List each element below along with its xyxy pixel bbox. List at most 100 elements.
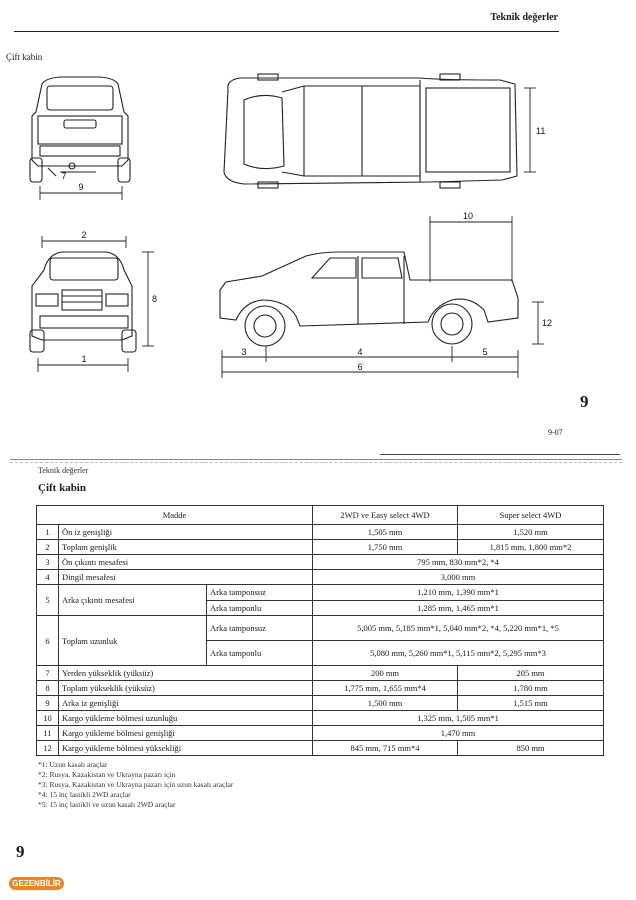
- dim-label-4: 4: [357, 347, 362, 357]
- row-item: Ön çıkıntı mesafesi: [58, 554, 313, 570]
- row-value-2wd: 1,775 mm, 1,655 mm*4: [312, 680, 458, 696]
- table-row: 10 Kargo yükleme bölmesi uzunluğu 1,325 …: [36, 710, 604, 726]
- row-number: 1: [36, 524, 59, 540]
- row-item: Kargo yükleme bölmesi yüksekliği: [58, 740, 313, 756]
- row-value-super: 1,515 mm: [457, 695, 604, 711]
- dim-label-8: 8: [152, 294, 157, 304]
- row-item: Ön iz genişliği: [58, 524, 313, 540]
- dim-label-12: 12: [542, 318, 552, 328]
- divider-rule: [10, 462, 622, 463]
- table-row: 12 Kargo yükleme bölmesi yüksekliği 845 …: [36, 740, 604, 756]
- dim-label-6: 6: [357, 362, 362, 372]
- row-item: Toplam uzunluk: [58, 615, 207, 666]
- divider-rule: [380, 454, 620, 455]
- row-value-2wd: 845 mm, 715 mm*4: [312, 740, 458, 756]
- header-super-select: Super select 4WD: [457, 505, 604, 525]
- table-row: 1 Ön iz genişliği 1,505 mm 1,520 mm: [36, 524, 604, 540]
- row-value: 1,285 mm, 1,465 mm*1: [312, 599, 604, 616]
- page-number: 9: [16, 842, 25, 861]
- row-sub-label: Arka tamponsuz: [206, 584, 313, 601]
- row-item: Kargo yükleme bölmesi uzunluğu: [58, 710, 313, 726]
- page-code: 9-07: [548, 428, 563, 437]
- row-value-2wd: 1,505 mm: [312, 524, 458, 540]
- row-value: 3,000 mm: [312, 569, 604, 585]
- row-value-super: 1,520 mm: [457, 524, 604, 540]
- rear-view-drawing: [29, 76, 131, 183]
- row-item: Yerden yükseklik (yüksüz): [58, 665, 313, 681]
- dim-label-11: 11: [536, 126, 545, 136]
- dim-label-1: 1: [81, 354, 86, 364]
- row-number: 3: [36, 554, 59, 570]
- row-item: Dingil mesafesi: [58, 569, 313, 585]
- table-row: 5 Arka çıkıntı mesafesi Arka tamponsuz 1…: [36, 584, 604, 616]
- row-value-super: 1,815 mm, 1,800 mm*2: [457, 539, 604, 555]
- row-value: 1,210 mm, 1,390 mm*1: [312, 584, 604, 601]
- dim-label-9: 9: [78, 182, 83, 192]
- dim-label-7: 7: [61, 171, 66, 181]
- specifications-table: Madde 2WD ve Easy select 4WD Super selec…: [36, 505, 604, 756]
- dimension-lines: [37, 87, 544, 378]
- lower-sub-header: Teknik değerler: [38, 466, 89, 475]
- header-madde: Madde: [36, 505, 313, 525]
- table-row: 3 Ön çıkıntı mesafesi 795 mm, 830 mm*2, …: [36, 554, 604, 570]
- row-number: 7: [36, 665, 59, 681]
- row-value-2wd: 1,500 mm: [312, 695, 458, 711]
- row-value: 795 mm, 830 mm*2, *4: [312, 554, 604, 570]
- row-number: 6: [36, 615, 59, 666]
- row-item: Kargo yükleme bölmesi genişliği: [58, 725, 313, 741]
- table-row: Arka tamponlu 5,080 mm, 5,260 mm*1, 5,11…: [37, 640, 604, 666]
- section-label: Çift kabin: [6, 52, 43, 62]
- row-sub-label: Arka tamponlu: [206, 599, 313, 616]
- row-item: Arka iz genişliği: [58, 695, 313, 711]
- row-value-super: 850 mm: [457, 740, 604, 756]
- table-row: 8 Toplam yükseklik (yüksüz) 1,775 mm, 1,…: [36, 680, 604, 696]
- row-value: 5,005 mm, 5,185 mm*1, 5,040 mm*2, *4, 5,…: [312, 615, 604, 641]
- footnote: *4: 15 inç lastikli 2WD araçlar: [38, 790, 131, 799]
- row-value: 1,325 mm, 1,505 mm*1: [312, 710, 604, 726]
- header-rule: [14, 31, 559, 32]
- footnote: *3: Rusya, Kazakistan ve Ukrayna pazarı …: [38, 780, 234, 789]
- row-number: 4: [36, 569, 59, 585]
- header-2wd: 2WD ve Easy select 4WD: [312, 505, 458, 525]
- table-row: 6 Toplam uzunluk Arka tamponsuz 5,005 mm…: [36, 615, 604, 666]
- dim-label-5: 5: [482, 347, 487, 357]
- row-number: 2: [36, 539, 59, 555]
- row-number: 8: [36, 680, 59, 696]
- footnote: *2: Rusya, Kazakistan ve Ukrayna pazarı …: [38, 770, 176, 779]
- row-value-super: 1,780 mm: [457, 680, 604, 696]
- section-number: 9: [580, 392, 589, 411]
- row-number: 5: [36, 584, 59, 616]
- site-logo: GEZENBİLİR: [9, 877, 64, 890]
- divider-rule: [10, 459, 622, 460]
- row-number: 10: [36, 710, 59, 726]
- row-number: 9: [36, 695, 59, 711]
- lower-section-title: Çift kabin: [38, 482, 86, 494]
- top-view-drawing: [223, 73, 518, 189]
- row-value-super: 205 mm: [457, 665, 604, 681]
- row-value: 5,080 mm, 5,260 mm*1, 5,115 mm*2, 5,295 …: [312, 640, 604, 666]
- footnote: *1: Uzun kasalı araçlar: [38, 760, 108, 769]
- table-row: 9 Arka iz genişliği 1,500 mm 1,515 mm: [36, 695, 604, 711]
- dim-label-3: 3: [241, 347, 246, 357]
- table-row: 11 Kargo yükleme bölmesi genişliği 1,470…: [36, 725, 604, 741]
- row-item: Toplam genişlik: [58, 539, 313, 555]
- footnote: *5: 15 inç lastikli ve uzun kasalı 2WD a…: [38, 800, 176, 809]
- dim-label-2: 2: [81, 230, 86, 240]
- table-header-row: Madde 2WD ve Easy select 4WD Super selec…: [36, 505, 604, 525]
- row-number: 11: [36, 725, 59, 741]
- row-value-2wd: 200 mm: [312, 665, 458, 681]
- row-sub-label: Arka tamponsuz: [206, 615, 313, 641]
- front-view-drawing: [29, 251, 137, 353]
- row-item: Toplam yükseklik (yüksüz): [58, 680, 313, 696]
- table-row: 2 Toplam genişlik 1,750 mm 1,815 mm, 1,8…: [36, 539, 604, 555]
- dim-label-10: 10: [463, 211, 473, 221]
- row-number: 12: [36, 740, 59, 756]
- row-value: 1,470 mm: [312, 725, 604, 741]
- row-value-2wd: 1,750 mm: [312, 539, 458, 555]
- table-row: 4 Dingil mesafesi 3,000 mm: [36, 569, 604, 585]
- row-item: Arka çıkıntı mesafesi: [58, 584, 207, 616]
- side-view-drawing: [219, 251, 519, 347]
- table-row: 7 Yerden yükseklik (yüksüz) 200 mm 205 m…: [36, 665, 604, 681]
- header-title: Teknik değerler: [490, 12, 558, 23]
- row-sub-label: Arka tamponlu: [206, 640, 313, 666]
